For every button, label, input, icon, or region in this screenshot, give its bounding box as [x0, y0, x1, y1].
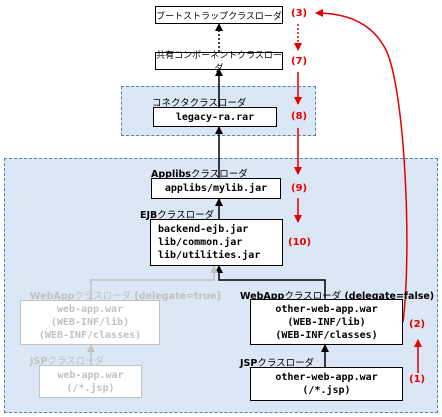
webapp-left-loader: web-app.war (WEB-INF/lib) (WEB-INF/class…	[20, 300, 160, 345]
arrow-webapp-right-to-ejb	[215, 265, 326, 299]
war-web-app-left-classes: (WEB-INF/classes)	[38, 330, 142, 341]
ejb-loader: backend-ejb.jar lib/common.jar lib/utili…	[150, 219, 283, 266]
webapp-right-label: WebAppクラスローダ (delegate=false)	[240, 288, 434, 302]
jsp-right-loader: other-web-app.war (/*.jsp)	[250, 367, 403, 401]
jsp-right-label: JSPクラスローダ	[240, 355, 314, 369]
webapp-right-label-suffix: (delegate=false)	[341, 291, 435, 302]
jsp-left-label-bold: JSP	[30, 356, 48, 367]
ejb-label-rest: クラスローダ	[157, 210, 215, 221]
common-loader: 共有コンポーネントクラスローダ	[155, 51, 283, 74]
war-web-app-left-lib: (WEB-INF/lib)	[50, 317, 130, 328]
webapp-right-label-bold: WebApp	[240, 291, 285, 302]
applibs-label-bold: Applibs	[151, 169, 191, 180]
jsp-left-label-rest: クラスローダ	[47, 356, 105, 367]
step-3: (3)	[291, 8, 308, 19]
webapp-right-label-rest: クラスローダ	[284, 291, 342, 302]
ejb-label-bold: EJB	[140, 210, 158, 221]
jsp-left-loader: web-app.war (/*.jsp)	[39, 365, 142, 398]
jar-lib-utilities: lib/utilities.jar	[158, 250, 261, 261]
jar-lib-common: lib/common.jar	[158, 237, 243, 248]
webapp-left-label-bold: WebApp	[30, 291, 75, 302]
war-web-app-jsp-left: web-app.war	[57, 369, 124, 381]
webapp-left-label: WebAppクラスローダ [delegate=true]	[30, 288, 221, 302]
war-other-web-app-jsp-path: (/*.jsp)	[302, 385, 351, 396]
war-other-web-app: other-web-app.war	[275, 303, 378, 315]
bootstrap-loader: ブートストラップクラスローダ	[155, 6, 283, 24]
jar-legacy-ra: legacy-ra.rar	[175, 111, 255, 123]
step-7: (7)	[291, 56, 308, 67]
connector-loader-label: コネクタクラスローダ	[152, 98, 247, 109]
webapp-right-loader: other-web-app.war (WEB-INF/lib) (WEB-INF…	[250, 299, 403, 345]
applibs-loader-label: Applibsクラスローダ	[151, 166, 248, 180]
war-web-app-jsp-left-path: (/*.jsp)	[66, 382, 115, 394]
war-other-web-app-classes: (WEB-INF/classes)	[275, 329, 378, 341]
war-other-web-app-lib: (WEB-INF/lib)	[287, 316, 366, 328]
step-9: (9)	[291, 183, 308, 194]
jsp-right-label-bold: JSP	[240, 358, 258, 369]
webapp-left-label-rest: クラスローダ	[74, 291, 132, 302]
step-2: (2)	[409, 319, 426, 330]
ejb-loader-label: EJBクラスローダ	[140, 207, 214, 221]
applibs-loader: applibs/mylib.jar	[151, 178, 281, 199]
red-arrow-2	[315, 9, 408, 323]
connector-loader: legacy-ra.rar	[153, 107, 277, 127]
jsp-right-label-rest: クラスローダ	[257, 358, 315, 369]
step-8: (8)	[291, 111, 308, 122]
step-10: (10)	[288, 237, 312, 248]
war-other-web-app-jsp: other-web-app.war	[275, 372, 378, 383]
step-1: (1)	[409, 374, 426, 385]
arrow-webapp-left-to-ejb	[90, 265, 218, 300]
jar-applibs-mylib: applibs/mylib.jar	[164, 183, 268, 194]
webapp-left-label-suffix: [delegate=true]	[131, 291, 221, 302]
applibs-label-rest: クラスローダ	[190, 169, 248, 180]
jar-backend-ejb: backend-ejb.jar	[158, 224, 249, 235]
jsp-left-label: JSPクラスローダ	[30, 353, 104, 367]
war-web-app-left: web-app.war	[56, 304, 124, 315]
